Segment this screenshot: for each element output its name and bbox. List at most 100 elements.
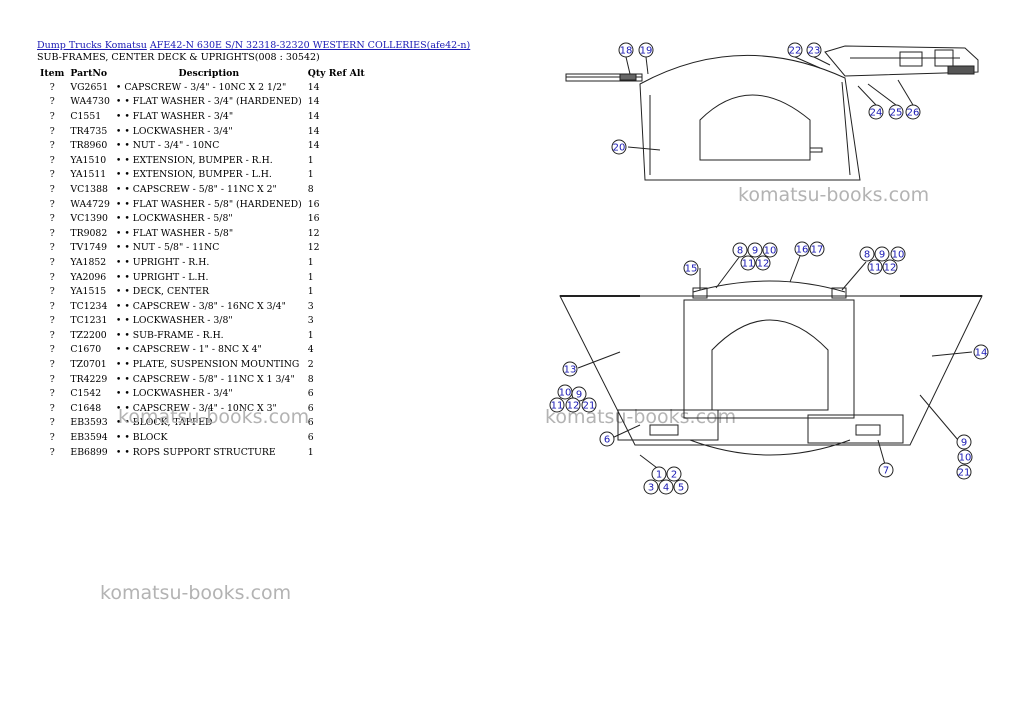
row-item: ? [49, 446, 55, 458]
row-description: • • LOCKWASHER - 5/8" [115, 213, 233, 225]
callout-circle [740, 255, 756, 271]
callout-bubble: 21 [956, 464, 972, 480]
watermark: komatsu-books.com [738, 184, 930, 206]
col-description: Description [178, 67, 240, 79]
row-description: • • PLATE, SUSPENSION MOUNTING [115, 359, 300, 371]
row-qty: 14 [307, 81, 320, 93]
callout-number: 21 [583, 401, 596, 412]
callout-number: 1 [656, 470, 662, 481]
callout-bubble: 22 [787, 42, 803, 58]
callout-circle [787, 42, 803, 58]
row-partno: WA4729 [70, 198, 110, 210]
row-qty: 14 [307, 125, 320, 137]
callout-number: 9 [752, 246, 758, 257]
row-partno: WA4730 [70, 96, 110, 108]
table-row: ?TC1231• • LOCKWASHER - 3/8"3 [37, 314, 368, 329]
row-qty: 16 [307, 198, 320, 210]
breadcrumb-link-category[interactable]: Dump Trucks Komatsu [37, 40, 147, 51]
callout-circle [755, 255, 771, 271]
front-view-drawing [559, 255, 983, 475]
table-row: ?YA2096• • UPRIGHT - L.H.1 [37, 270, 368, 285]
row-qty: 1 [307, 446, 314, 458]
row-item: ? [49, 417, 55, 429]
table-row: ?YA1510• • EXTENSION, BUMPER - R.H.1 [37, 153, 368, 168]
callout-circle [747, 242, 763, 258]
table-row: ?TC1234• • CAPSCREW - 3/8" - 16NC X 3/4"… [37, 299, 368, 314]
callout-number: 6 [604, 435, 610, 446]
callout-number: 11 [551, 401, 564, 412]
callout-bubble: 16 [794, 241, 810, 257]
row-partno: TC1231 [70, 315, 108, 327]
top-view-drawing [565, 45, 979, 181]
callout-circle [882, 259, 898, 275]
row-item: ? [49, 329, 55, 341]
callout-number: 14 [975, 348, 988, 359]
callout-circle [683, 260, 699, 276]
callout-circle [956, 434, 972, 450]
row-description: • • CAPSCREW - 5/8" - 11NC X 2" [115, 183, 277, 195]
table-row: ?WA4730• • FLAT WASHER - 3/4" (HARDENED)… [37, 95, 368, 110]
table-row: ?TZ2200• • SUB-FRAME - R.H.1 [37, 328, 368, 343]
row-description: • • DECK, CENTER [115, 286, 209, 298]
row-item: ? [49, 81, 55, 93]
row-partno: VC1390 [70, 213, 108, 225]
row-partno: VG2651 [70, 81, 109, 93]
callout-bubble: 4 [658, 479, 674, 495]
callout-number: 17 [811, 245, 824, 256]
row-item: ? [49, 242, 55, 254]
callout-number: 21 [958, 468, 971, 479]
row-item: ? [49, 183, 55, 195]
row-item: ? [49, 213, 55, 225]
callout-bubble: 13 [562, 361, 578, 377]
callout-number: 20 [613, 143, 626, 154]
callout-bubble: 3 [643, 479, 659, 495]
callout-circle [732, 242, 748, 258]
row-partno: TC1234 [70, 300, 108, 312]
row-description: • • UPRIGHT - R.H. [115, 256, 210, 268]
row-partno: YA1852 [70, 256, 107, 268]
callout-number: 3 [648, 483, 654, 494]
callout-circle [890, 246, 906, 262]
row-partno: TR8960 [70, 140, 108, 152]
callout-number: 22 [789, 46, 802, 57]
callout-bubble: 12 [882, 259, 898, 275]
row-qty: 6 [307, 432, 314, 444]
row-description: • • LOCKWASHER - 3/4" [115, 125, 233, 137]
row-description: • • SUB-FRAME - R.H. [115, 329, 224, 341]
row-partno: EB6899 [70, 446, 108, 458]
row-qty: 14 [307, 96, 320, 108]
row-partno: TR4229 [70, 373, 108, 385]
callout-circle [599, 431, 615, 447]
callout-number: 9 [576, 390, 582, 401]
callout-bubble: 9 [956, 434, 972, 450]
callout-number: 19 [640, 46, 653, 57]
breadcrumb-link-model[interactable]: AFE42-N 630E S/N 32318-32320 WESTERN COL… [149, 40, 471, 51]
callout-circle [859, 246, 875, 262]
callout-circle [794, 241, 810, 257]
callout-circle [618, 42, 634, 58]
callout-circle [868, 104, 884, 120]
callout-circle [905, 104, 921, 120]
callout-number: 13 [564, 365, 577, 376]
callout-circle [666, 466, 682, 482]
row-partno: VC1388 [70, 183, 108, 195]
watermark: komatsu-books.com [100, 582, 292, 604]
callout-bubble: 6 [599, 431, 615, 447]
table-row: ?VC1390• • LOCKWASHER - 5/8"16 [37, 211, 368, 226]
callout-number: 8 [864, 250, 870, 261]
row-item: ? [49, 140, 55, 152]
callout-number: 18 [620, 46, 633, 57]
breadcrumb: Dump Trucks Komatsu AFE42-N 630E S/N 323… [37, 40, 470, 51]
callout-circle [638, 42, 654, 58]
callout-bubble: 19 [638, 42, 654, 58]
row-description: • CAPSCREW - 3/4" - 10NC X 2 1/2" [115, 81, 287, 93]
row-qty: 12 [307, 227, 320, 239]
row-description: • • CAPSCREW - 3/8" - 16NC X 3/4" [115, 300, 286, 312]
callout-circle [867, 259, 883, 275]
callout-bubble: 8 [732, 242, 748, 258]
row-description: • • FLAT WASHER - 5/8" [115, 227, 234, 239]
callout-circle [565, 397, 581, 413]
